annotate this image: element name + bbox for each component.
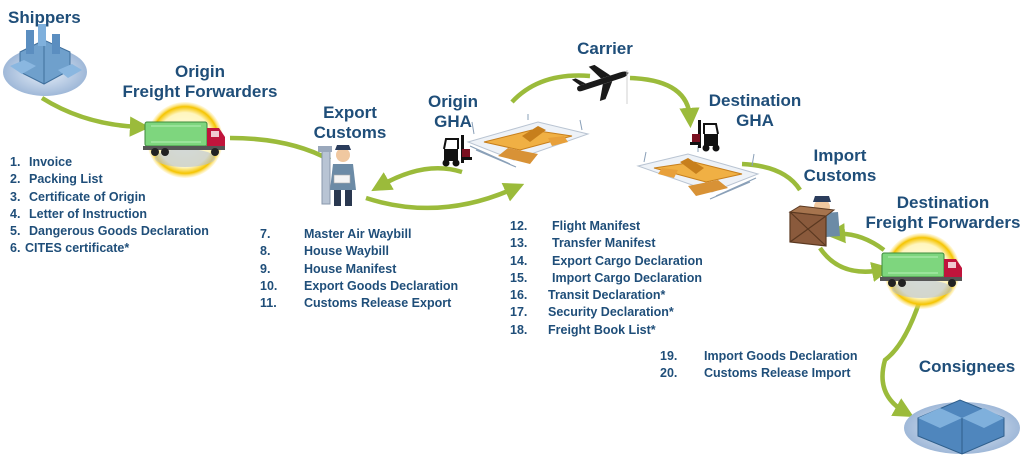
arrow-gha-to-export-customs — [371, 165, 463, 192]
list-item: 2.Packing List — [10, 172, 103, 187]
export-customs-title: Export Customs — [313, 103, 387, 142]
list-item: 20.Customs Release Import — [660, 366, 851, 381]
list-item: 11.Customs Release Export — [260, 296, 452, 311]
list-item: 4.Letter of Instruction — [10, 206, 148, 221]
list-item: 3.Certificate of Origin — [10, 189, 146, 204]
arrow-shippers-to-origin-ff — [40, 96, 151, 137]
consignees-title: Consignees — [918, 357, 1016, 376]
import-docs-list: 19.Import Goods Declaration 20.Customs R… — [660, 348, 858, 383]
origin-ff-title: Origin Freight Forwarders — [122, 62, 278, 101]
dest-gha-airport-icon — [637, 145, 759, 200]
airplane-icon — [571, 64, 629, 101]
list-item: 17.Security Declaration* — [510, 305, 674, 320]
arrow-dest-ff-to-import-customs — [824, 223, 886, 252]
dest-ff-truck-icon — [879, 233, 963, 309]
arrow-origin-ff-to-export-customs — [229, 135, 332, 162]
list-item: 7.Master Air Waybill — [260, 227, 412, 241]
shippers-title: Shippers — [8, 8, 81, 27]
arrow-gha-to-carrier — [510, 73, 591, 104]
customs-box-icon — [788, 196, 840, 247]
carrier-title: Carrier — [577, 39, 633, 58]
list-item: 9.House Manifest — [260, 261, 397, 276]
origin-gha-title: Origin GHA — [427, 92, 479, 131]
dest-ff-title: Destination Freight Forwarders — [865, 193, 1021, 232]
forklift-icon — [441, 134, 473, 168]
arrow-dest-gha-to-import-customs — [741, 161, 802, 192]
list-item: 13.Transfer Manifest — [510, 236, 656, 251]
warehouse-icon — [904, 399, 1020, 455]
list-item: 5.Dangerous Goods Declaration — [10, 224, 209, 239]
list-item: 14.Export Cargo Declaration — [510, 253, 703, 268]
export-docs-list: 7.Master Air Waybill 8.House Waybill 9.H… — [260, 226, 458, 312]
shipper-docs-list: 1.Invoice 2.Packing List 3.Certificate o… — [10, 154, 209, 258]
list-item: 12.Flight Manifest — [510, 219, 641, 233]
factory-icon — [3, 24, 87, 96]
customs-officer-icon — [318, 145, 356, 206]
list-item: 16.Transit Declaration* — [510, 288, 666, 303]
dest-gha-title: Destination GHA — [708, 91, 802, 130]
list-item: 6.CITES certificate* — [10, 241, 130, 256]
arrow-export-customs-to-gha — [365, 182, 525, 211]
list-item: 8.House Waybill — [260, 244, 389, 259]
list-item: 1.Invoice — [10, 155, 73, 169]
list-item: 18.Freight Book List* — [510, 322, 656, 337]
arrow-import-customs-to-dest-ff — [818, 246, 892, 282]
arrow-carrier-to-dest-gha — [629, 75, 700, 129]
list-item: 10.Export Goods Declaration — [260, 278, 459, 293]
list-item: 19.Import Goods Declaration — [660, 349, 858, 363]
origin-ff-truck-icon — [142, 102, 226, 178]
gha-docs-list: 12.Flight Manifest 13.Transfer Manifest … — [510, 218, 703, 339]
list-item: 15.Import Cargo Declaration — [510, 270, 703, 285]
arrow-dest-ff-to-consignees — [880, 299, 923, 417]
import-customs-title: Import Customs — [803, 146, 877, 185]
